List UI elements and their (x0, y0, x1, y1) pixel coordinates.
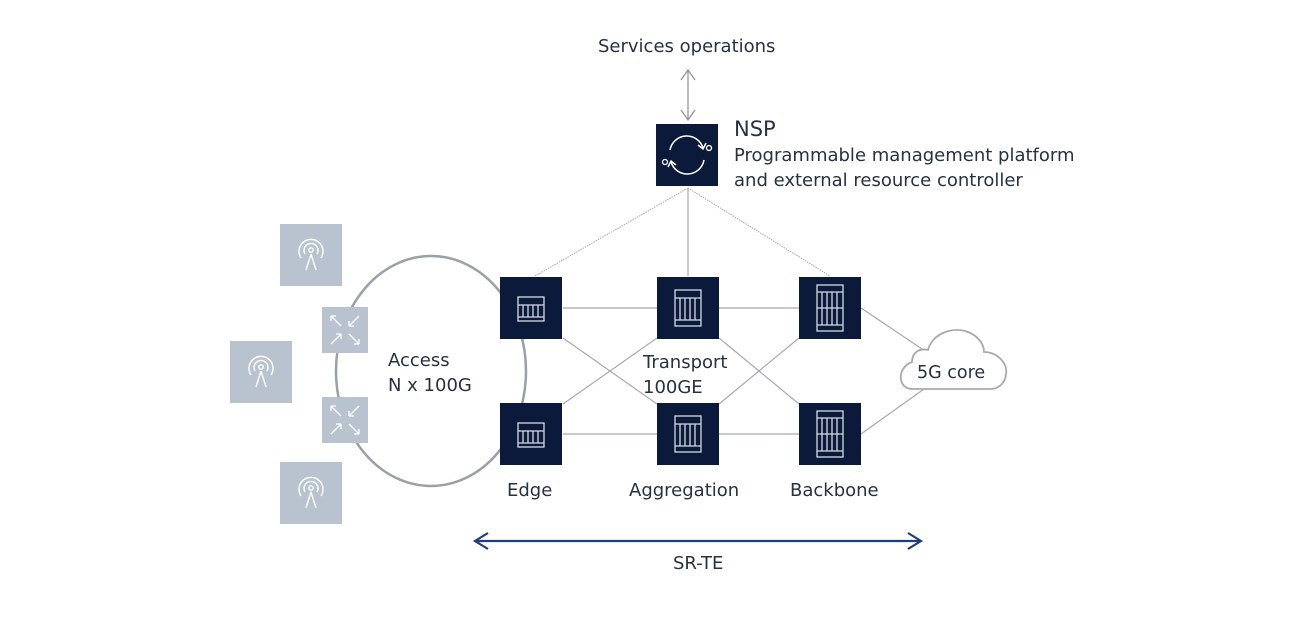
transport-label-line1: Transport (643, 352, 728, 373)
link-agg-bot-bb-top (718, 337, 800, 405)
nsp-edge-link (534, 187, 689, 277)
backbone-router-bottom[interactable] (799, 403, 861, 465)
router-large-icon (816, 410, 844, 458)
router-large-icon (816, 284, 844, 332)
backbone-router-top[interactable] (799, 277, 861, 339)
access-switch-icon (330, 315, 360, 345)
nsp-subtitle-line2: and external resource controller (734, 170, 1023, 191)
link-bb-top-core (860, 307, 923, 350)
nsp-title: NSP (734, 117, 776, 141)
access-switch-icon (330, 405, 360, 435)
nsp-node[interactable] (656, 124, 718, 186)
router-small-icon (517, 296, 545, 322)
services-arrowhead-up (680, 68, 696, 81)
edge-router-top[interactable] (500, 277, 562, 339)
nsp-backbone-link (687, 187, 831, 277)
antenna-tile-middle[interactable] (230, 341, 292, 403)
access-label-line2: N x 100G (388, 375, 472, 396)
refresh-cycle-icon (661, 135, 713, 175)
access-switch-tile-top[interactable] (322, 307, 368, 353)
router-small-icon (517, 422, 545, 448)
services-operations-label: Services operations (598, 36, 776, 57)
column-label-backbone: Backbone (790, 480, 879, 501)
access-switch-tile-bottom[interactable] (322, 397, 368, 443)
link-bb-bot-core (860, 388, 925, 435)
srte-arrowhead-right (907, 532, 924, 550)
core-label: 5G core (917, 363, 986, 383)
access-ring (334, 254, 528, 488)
antenna-tile-bottom[interactable] (280, 462, 342, 524)
antenna-icon (298, 476, 324, 509)
nsp-arrowhead-down (680, 109, 696, 122)
column-label-edge: Edge (507, 480, 553, 501)
nsp-subtitle-line1: Programmable management platform (734, 145, 1075, 166)
edge-router-bottom[interactable] (500, 403, 562, 465)
antenna-icon (248, 355, 274, 388)
aggregation-router-top[interactable] (657, 277, 719, 339)
router-medium-icon (674, 289, 702, 327)
link-edge-bot-agg-top (562, 337, 658, 405)
cloud-icon (899, 329, 1008, 390)
antenna-icon (298, 238, 324, 271)
transport-label-line2: 100GE (643, 377, 703, 398)
antenna-tile-top[interactable] (280, 224, 342, 286)
column-label-aggregation: Aggregation (629, 480, 740, 501)
access-label-line1: Access (388, 350, 450, 371)
router-medium-icon (674, 415, 702, 453)
aggregation-router-bottom[interactable] (657, 403, 719, 465)
srte-label: SR-TE (673, 553, 724, 574)
srte-arrowhead-left (472, 532, 489, 550)
